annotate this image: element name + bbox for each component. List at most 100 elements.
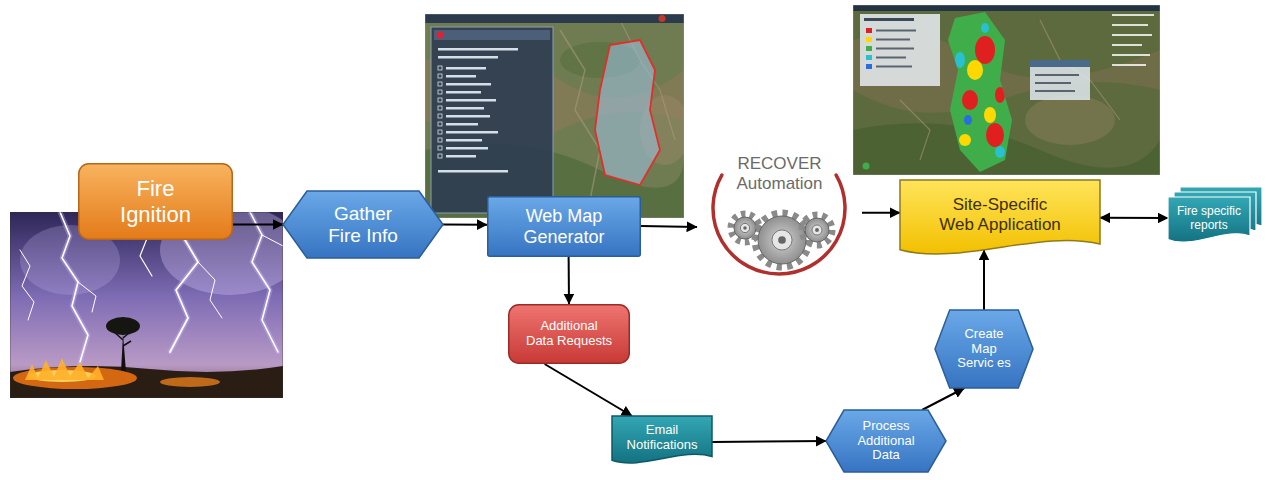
site-application-screenshot-part	[1112, 64, 1146, 66]
node-label: Fire specific reports	[1172, 205, 1246, 233]
site-application-screenshot-part	[866, 55, 872, 60]
site-application-screenshot-part	[863, 163, 870, 170]
web-map-screenshot-part	[446, 155, 476, 158]
web-map-screenshot-part	[438, 90, 442, 94]
flow-arrow	[983, 250, 985, 310]
text-area: Site-Specific Web Application	[900, 191, 1100, 250]
web-map-screenshot-part	[595, 40, 660, 185]
site-application-screenshot-part	[1025, 95, 1115, 145]
node-label: Gather Fire Info	[305, 203, 421, 247]
web-map-screenshot-part	[425, 14, 684, 218]
flow-arrow	[922, 388, 964, 410]
flow-arrow	[712, 441, 826, 442]
site-application-screenshot-part	[866, 37, 872, 42]
automation-gears-outline-part	[778, 236, 786, 244]
site-application-screenshot-part	[1112, 34, 1152, 36]
node-label: Create Map Servic es	[955, 327, 1013, 372]
lightning-photo-part-part	[78, 282, 96, 312]
web-map-screenshot-part	[446, 139, 482, 142]
node-label: Site-Specific Web Application	[916, 195, 1084, 234]
process-hexagon-outline-part	[935, 310, 1033, 388]
request-box: Additional Data Requests	[508, 304, 630, 364]
node-label: Additional Data Requests	[518, 319, 620, 349]
web-map-screenshot-part	[560, 30, 600, 200]
site-application-screenshot-part	[853, 5, 1160, 175]
report-documents-outline-part	[1168, 197, 1250, 242]
web-map-screenshot-part	[446, 147, 488, 150]
site-application-screenshot-part-part	[955, 52, 965, 68]
site-application-screenshot-part-part	[959, 134, 971, 146]
web-map-screenshot-part	[446, 123, 478, 126]
web-map-screenshot-part	[438, 138, 442, 142]
start-box-outline-part	[79, 164, 233, 240]
web-map-screenshot-part	[446, 75, 476, 78]
site-application-screenshot-part	[866, 46, 872, 51]
site-application-screenshot-part	[853, 5, 1160, 11]
site-application-screenshot-part	[1112, 54, 1150, 56]
automation-gears-outline-part	[772, 230, 792, 250]
lightning-photo-part-part	[250, 212, 278, 352]
text-area: Create Map Servic es	[935, 325, 1033, 374]
site-application-screenshot-part	[1030, 60, 1090, 100]
site-application-screenshot-part	[876, 39, 910, 41]
web-map-screenshot-part	[438, 146, 442, 150]
web-map-screenshot-part	[431, 27, 553, 213]
site-application-screenshot-part-part	[967, 60, 983, 80]
process-hexagon: Create Map Servic es	[935, 310, 1033, 388]
web-map-screenshot-part	[446, 99, 496, 102]
lightning-photo-part-part	[262, 235, 283, 246]
automation-gears-outline-part	[758, 216, 806, 264]
site-application-screenshot-part	[1035, 90, 1075, 92]
automation-gears-outline-part	[812, 225, 822, 235]
flow-arrow	[641, 225, 697, 228]
site-application-screenshot-part	[866, 28, 872, 33]
site-application-screenshot-part-part	[981, 23, 989, 33]
web-map-screenshot-part	[438, 56, 498, 59]
site-application-screenshot-part	[864, 18, 914, 21]
site-application-screenshot-part	[876, 30, 916, 32]
automation-gears: RECOVER Automation	[697, 136, 862, 278]
web-map-screenshot-part	[438, 154, 442, 158]
request-box-outline-part	[509, 305, 630, 364]
text-area: Additional Data Requests	[508, 315, 630, 353]
web-map-screenshot-part	[446, 115, 490, 118]
web-map-screenshot-part	[446, 91, 481, 94]
flow-arrow	[1100, 217, 1168, 219]
site-application-screenshot-part	[1035, 74, 1079, 76]
web-map-screenshot-part	[438, 74, 442, 78]
flow-arrow	[568, 257, 570, 304]
site-application-screenshot-part	[866, 64, 872, 69]
web-map-screenshot-part	[446, 83, 491, 86]
web-map-screenshot-part	[425, 14, 684, 218]
site-application-screenshot-part-part	[962, 90, 978, 110]
lightning-photo-part	[25, 358, 104, 380]
web-map-screenshot-part	[438, 106, 442, 110]
web-map-screenshot-part	[446, 131, 498, 134]
node-label: Fire Ignition	[106, 176, 205, 227]
web-map-screenshot-part	[438, 122, 442, 126]
node-label: Web Map Generator	[501, 206, 627, 247]
process-hexagon: Gather Fire Info	[283, 191, 443, 258]
web-map-screenshot-part	[438, 114, 442, 118]
site-application-screenshot-part	[876, 66, 912, 68]
process-box: Web Map Generator	[487, 196, 641, 257]
web-map-screenshot-part	[425, 14, 684, 23]
text-area: Web Map Generator	[487, 202, 641, 251]
text-area: Process Additional Data	[826, 417, 946, 466]
site-application-screenshot-part	[860, 14, 940, 86]
site-application-screenshot-part	[955, 23, 1005, 158]
process-hexagon-outline-part	[826, 410, 946, 472]
site-application-screenshot-part	[853, 5, 1160, 175]
process-box-outline-part	[488, 197, 641, 257]
web-map-screenshot-part	[434, 30, 550, 40]
notification-document: Email Notifications	[612, 416, 712, 468]
application-document-outline-part	[900, 180, 1100, 254]
site-application-screenshot-part	[1112, 44, 1142, 46]
automation-gears-outline-part	[815, 228, 819, 232]
site-application-screenshot	[853, 5, 1160, 175]
site-application-screenshot-part-part	[995, 87, 1005, 103]
flow-arrow	[443, 224, 487, 226]
web-map-screenshot-part	[438, 48, 518, 51]
